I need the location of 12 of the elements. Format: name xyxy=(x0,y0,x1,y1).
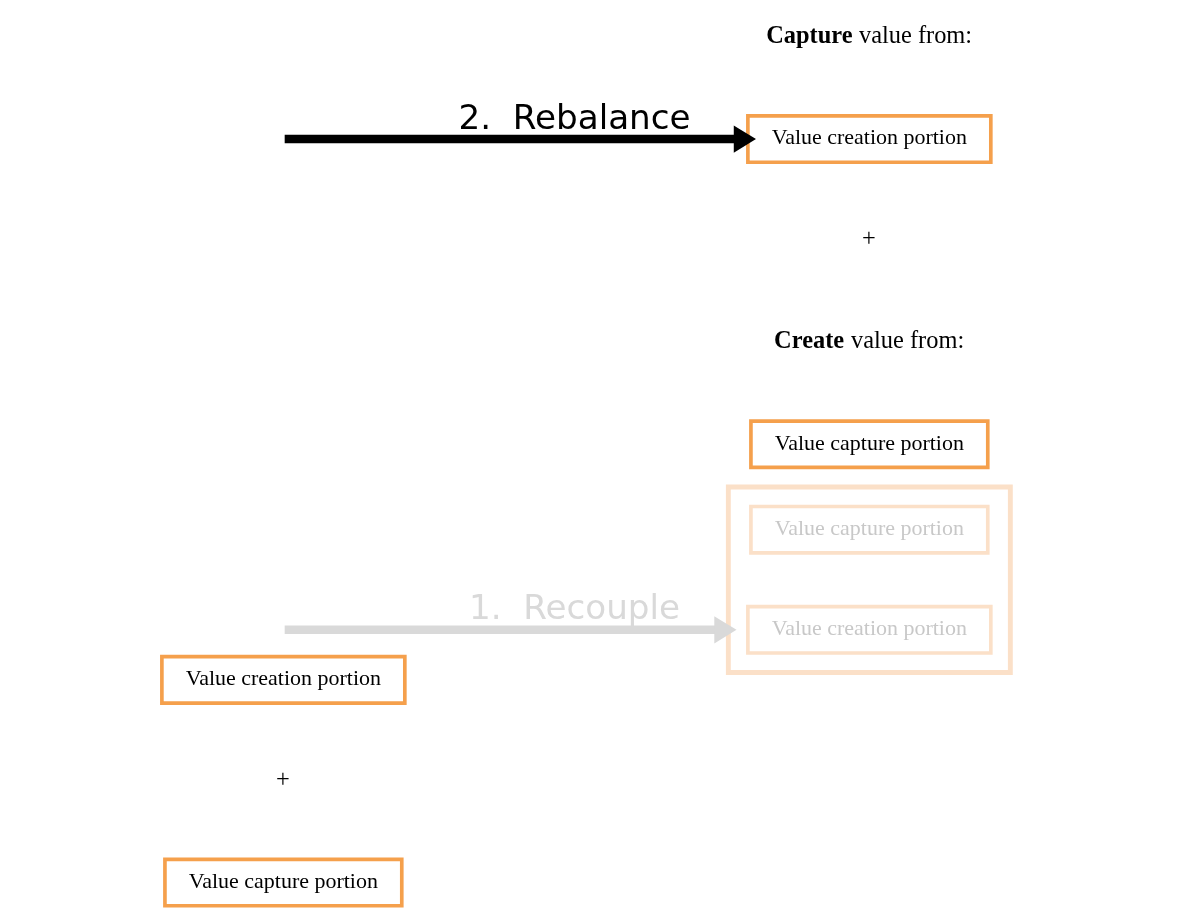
arrow xyxy=(284,125,756,153)
label: Create value from: xyxy=(773,325,964,353)
arrow xyxy=(284,616,736,644)
cluster xyxy=(725,484,1013,675)
node-box: Value capture portion xyxy=(748,419,990,470)
node-box: Value creation portion xyxy=(745,114,993,165)
edge-label: 2. Rebalance xyxy=(457,96,691,137)
label: + xyxy=(861,224,876,252)
node-box: Value creation portion xyxy=(159,654,407,705)
label: Capture value from: xyxy=(765,20,972,48)
node-box: Value capture portion xyxy=(162,857,404,908)
label: + xyxy=(275,765,290,793)
